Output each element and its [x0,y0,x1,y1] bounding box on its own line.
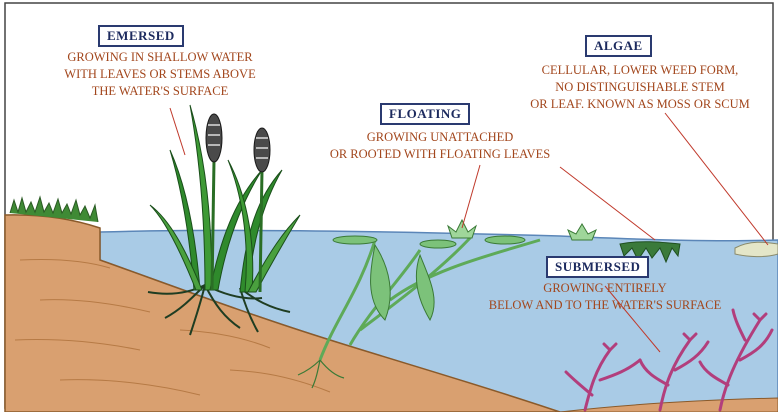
emersed-line-2: WITH LEAVES OR STEMS ABOVE [10,66,310,83]
emersed-line-3: THE WATER'S SURFACE [10,83,310,100]
submersed-description: GROWING ENTIRELY BELOW AND TO THE WATER'… [460,280,750,314]
water-lily-flower [448,220,476,238]
emersed-description: GROWING IN SHALLOW WATER WITH LEAVES OR … [10,49,310,100]
submersed-line-2: BELOW AND TO THE WATER'S SURFACE [460,297,750,314]
algae-label: ALGAE [585,35,652,57]
floating-label: FLOATING [380,103,470,125]
algae-line-2: NO DISTINGUISHABLE STEM [505,79,775,96]
emersed-label: EMERSED [98,25,184,47]
floating-description: GROWING UNATTACHED OR ROOTED WITH FLOATI… [290,129,590,163]
algae-line-3: OR LEAF. KNOWN AS MOSS OR SCUM [505,96,775,113]
submersed-label: SUBMERSED [546,256,649,278]
submersed-line-1: GROWING ENTIRELY [460,280,750,297]
floating-line-2: OR ROOTED WITH FLOATING LEAVES [290,146,590,163]
emersed-line-1: GROWING IN SHALLOW WATER [10,49,310,66]
water-lily-flower-2 [568,224,596,240]
algae-line-1: CELLULAR, LOWER WEED FORM, [505,62,775,79]
algae-description: CELLULAR, LOWER WEED FORM, NO DISTINGUIS… [505,62,775,113]
floating-line-1: GROWING UNATTACHED [290,129,590,146]
